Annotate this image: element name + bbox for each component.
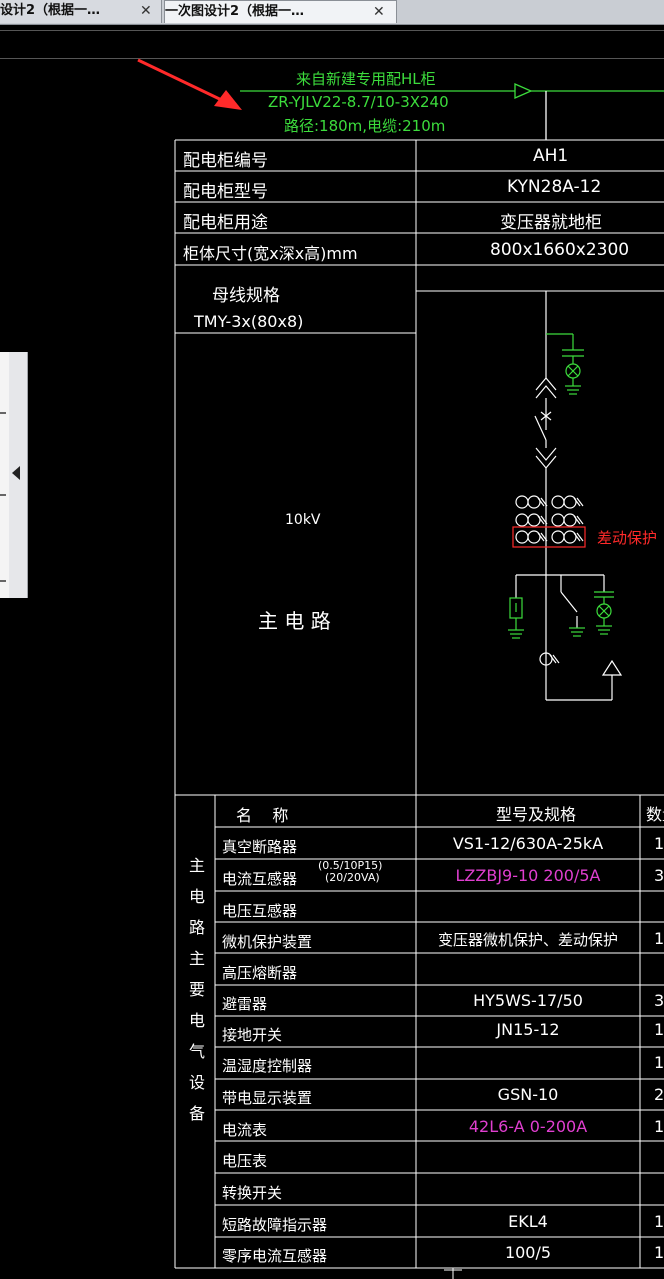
equipment-name: 电压互感器 — [222, 902, 298, 920]
equipment-qty: 1 — [654, 1053, 664, 1072]
withdrawable-contact-icon — [535, 377, 557, 421]
circuit-breaker-icon — [534, 415, 557, 700]
differential-protection-box — [512, 526, 586, 548]
equipment-qty: 3 — [654, 866, 664, 885]
equipment-model: 42L6-A 0-200A — [468, 1117, 588, 1136]
equipment-model: GSN-10 — [497, 1085, 559, 1104]
equipment-table-grid — [175, 795, 664, 1269]
tab-title: 设计2（根据一… — [0, 3, 101, 18]
equipment-name: 避雷器 — [222, 995, 268, 1013]
side-panel-mark — [0, 494, 6, 496]
single-line-diagram — [508, 291, 623, 701]
equipment-name: 高压熔断器 — [222, 964, 298, 982]
differential-protection-label: 差动保护 — [597, 529, 658, 547]
main-circuit-label: 主 电 路 — [258, 609, 331, 633]
column-header-model: 型号及规格 — [496, 805, 577, 824]
side-panel-strip — [0, 352, 9, 598]
outgoing-cable-icon — [546, 659, 623, 701]
ct-burden-note: (20/20VA) — [325, 871, 380, 884]
equipment-qty: 1 — [654, 834, 664, 853]
equipment-name: 电压表 — [222, 1152, 268, 1170]
tab-primary-diagram-design2[interactable]: 一次图设计2（根据一… ✕ — [164, 0, 397, 23]
side-panel-mark — [0, 412, 6, 414]
earthing-switch-icon — [569, 627, 585, 637]
tab-title: 一次图设计2（根据一… — [165, 4, 305, 19]
equipment-name: 接地开关 — [222, 1026, 283, 1044]
close-icon[interactable]: ✕ — [140, 3, 152, 19]
side-label-line: 主电 — [189, 856, 206, 906]
equipment-name: 电流表 — [222, 1121, 268, 1139]
cabinet-size-label: 柜体尺寸(宽x深x高)mm — [183, 244, 358, 263]
equipment-qty: 3 — [654, 991, 664, 1010]
equipment-name: 短路故障指示器 — [222, 1216, 328, 1234]
collapsed-side-panel[interactable] — [0, 352, 28, 598]
cable-spec-label: ZR-YJLV22-8.7/10-3X240 — [268, 93, 449, 111]
cable-route-label: 路径:180m,电缆:210m — [284, 117, 446, 135]
close-icon[interactable]: ✕ — [373, 4, 385, 20]
equipment-name: 转换开关 — [222, 1184, 283, 1202]
busbar-spec: TMY-3x(80x8) — [194, 312, 304, 331]
cabinet-number-value: AH1 — [533, 146, 569, 166]
side-label-line: 要电 — [189, 980, 206, 1030]
document-tab-bar: 设计2（根据一… ✕ 一次图设计2（根据一… ✕ — [0, 0, 664, 25]
side-label-line: 备 — [189, 1104, 206, 1123]
side-label-line: 气设 — [189, 1042, 206, 1092]
current-transformer-icon — [515, 495, 584, 544]
cabinet-model-value: KYN28A-12 — [507, 177, 602, 197]
cabinet-usage-value: 变压器就地柜 — [500, 213, 602, 233]
equipment-qty: 1 — [654, 1212, 664, 1231]
equipment-qty: 1 — [654, 1243, 664, 1262]
cable-source-label: 来自新建专用配HL柜 — [296, 70, 436, 88]
toolbar-divider — [0, 30, 664, 31]
cabinet-model-label: 配电柜型号 — [183, 182, 268, 202]
equipment-name: 电流互感器 — [222, 870, 298, 888]
equipment-qty: 1 — [654, 1117, 664, 1136]
equipment-name: 零序电流互感器 — [222, 1247, 328, 1265]
surge-arrester-icon — [508, 597, 524, 639]
live-indicator-icon — [546, 333, 584, 395]
equipment-model: 变压器微机保护、差动保护 — [437, 931, 618, 949]
side-label-line: 路主 — [189, 918, 206, 968]
side-panel-mark — [0, 580, 6, 582]
equipment-model: HY5WS-17/50 — [473, 991, 583, 1010]
equipment-model: JN15-12 — [496, 1020, 560, 1039]
equipment-name: 带电显示装置 — [222, 1089, 313, 1107]
incoming-cable-line — [240, 83, 664, 99]
equipment-name: 温湿度控制器 — [222, 1057, 313, 1075]
column-header-qty: 数量 — [646, 805, 664, 824]
column-header-name: 名 称 — [236, 806, 289, 825]
equipment-model: 100/5 — [504, 1243, 552, 1262]
lower-crosshair-mark — [444, 1268, 462, 1279]
cabinet-info-grid — [174, 139, 664, 1268]
equipment-name: 微机保护装置 — [222, 933, 313, 951]
cabinet-size-value: 800x1660x2300 — [490, 240, 630, 260]
ct-accuracy-note: (0.5/10P15) — [318, 859, 383, 872]
annotation-arrow-icon — [137, 58, 242, 110]
equipment-qty: 2 — [654, 1085, 664, 1104]
cabinet-usage-label: 配电柜用途 — [183, 213, 268, 233]
busbar-label: 母线规格 — [212, 286, 280, 306]
cabinet-number-label: 配电柜编号 — [183, 151, 268, 171]
equipment-name: 真空断路器 — [222, 838, 298, 856]
equipment-side-label: 主电 路主 要电 气设 备 — [189, 850, 213, 1129]
equipment-qty: 1 — [654, 929, 664, 948]
equipment-model: LZZBJ9-10 200/5A — [455, 866, 601, 885]
voltage-label: 10kV — [285, 512, 321, 528]
live-display-icon — [594, 591, 614, 635]
zero-sequence-ct-icon — [539, 652, 560, 666]
tab-design2[interactable]: 设计2（根据一… ✕ — [0, 0, 162, 23]
equipment-model: VS1-12/630A-25kA — [452, 834, 604, 853]
equipment-model: EKL4 — [508, 1212, 548, 1231]
expand-panel-arrow-icon[interactable] — [12, 466, 20, 480]
ruler-divider — [0, 58, 664, 59]
equipment-qty: 1 — [654, 1020, 664, 1039]
